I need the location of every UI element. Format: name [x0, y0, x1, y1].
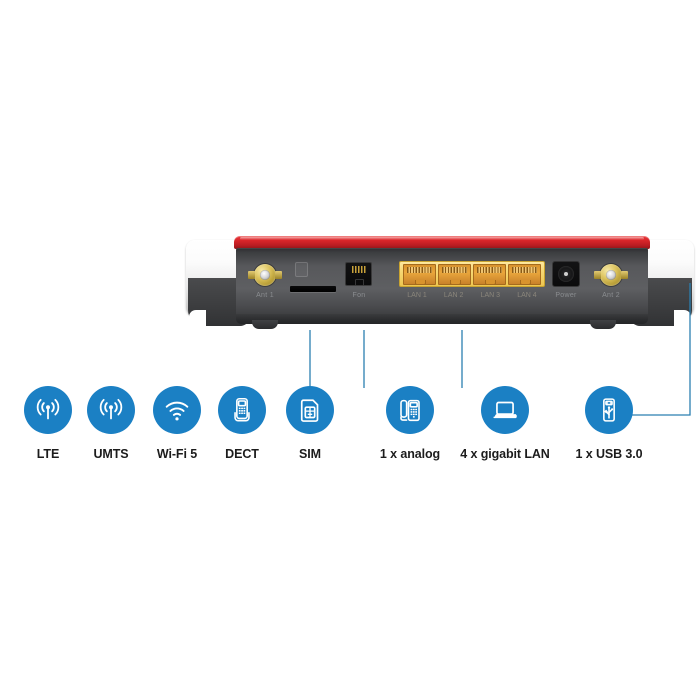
sma-connector-icon — [248, 264, 282, 286]
rj11-jack-icon — [345, 262, 372, 286]
port-label-lan3: LAN 3 — [480, 292, 501, 299]
desk-phone-icon — [386, 386, 434, 434]
feature-label-umts: UMTS — [93, 447, 129, 461]
lan-port-block — [399, 261, 545, 287]
dc-center-pin — [564, 272, 568, 276]
port-sim-slot — [290, 286, 336, 292]
rj45-tab — [520, 279, 531, 285]
rj45-port-lan1 — [403, 263, 436, 285]
usb-stick-icon — [585, 386, 633, 434]
router-foot-right — [590, 320, 616, 329]
wifi-icon — [153, 386, 201, 434]
router-red-top-strip — [234, 236, 650, 249]
rj11-tab — [355, 279, 364, 285]
feature-label-usb: 1 x USB 3.0 — [575, 447, 643, 461]
feature-label-lan: 4 x gigabit LAN — [460, 447, 550, 461]
port-label-fon: Fon — [352, 292, 366, 299]
dc-barrel-jack-icon — [552, 261, 580, 287]
rj45-port-lan4 — [508, 263, 541, 285]
feature-usb[interactable]: 1 x USB 3.0 — [563, 386, 655, 461]
port-ant1 — [248, 264, 282, 286]
feature-lte[interactable]: LTE — [2, 386, 94, 461]
feature-lan[interactable]: 4 x gigabit LAN — [459, 386, 551, 461]
sma-wing-right — [275, 271, 282, 279]
laptop-icon — [481, 386, 529, 434]
router-red-highlight — [240, 237, 644, 240]
rj45-tab — [485, 279, 496, 285]
sma-connector-icon — [594, 264, 628, 286]
feature-dect[interactable]: DECT — [196, 386, 288, 461]
rj45-tab — [450, 279, 461, 285]
port-label-lan1: LAN 1 — [407, 292, 427, 299]
cell-tower-icon — [87, 386, 135, 434]
cordless-phone-icon — [218, 386, 266, 434]
port-fon — [345, 262, 372, 286]
port-label-lan4: LAN 4 — [517, 292, 537, 299]
cell-tower-icon — [24, 386, 72, 434]
sim-eject-button-icon — [295, 262, 308, 277]
feature-label-dect: DECT — [225, 447, 259, 461]
router-cap-notch-right — [674, 310, 691, 327]
feature-analog[interactable]: 1 x analog — [364, 386, 456, 461]
feature-label-sim: SIM — [299, 447, 321, 461]
sim-eject-frame — [295, 262, 308, 277]
rj45-port-lan3 — [473, 263, 506, 285]
lan-port-labels: LAN 1 LAN 2 LAN 3 LAN 4 — [399, 292, 545, 299]
port-group-lan — [399, 261, 545, 287]
rj45-tab — [415, 279, 426, 285]
feature-label-analog: 1 x analog — [379, 447, 441, 461]
rj45-port-lan2 — [438, 263, 471, 285]
router-device: Ant 1 Fon — [186, 236, 694, 332]
port-label-lan2: LAN 2 — [443, 292, 464, 299]
feature-wifi5[interactable]: Wi-Fi 5 — [131, 386, 223, 461]
router-foot-left — [252, 320, 278, 329]
feature-label-wifi5: Wi-Fi 5 — [156, 447, 198, 461]
sma-wing-left — [248, 271, 255, 279]
port-label-power: Power — [555, 292, 577, 299]
rj11-pins — [352, 266, 367, 273]
rj45-pins — [407, 266, 432, 273]
port-label-ant1: Ant 1 — [256, 292, 274, 299]
rj45-pins — [477, 266, 502, 273]
sim-slot-icon — [290, 286, 336, 292]
sma-wing-left — [594, 271, 601, 279]
router-bottom-lip — [236, 314, 648, 324]
port-ant2 — [594, 264, 628, 286]
feature-sim[interactable]: SIM — [264, 386, 356, 461]
router-cap-notch-left — [189, 310, 206, 327]
feature-icon-row: LTE UMTS — [0, 386, 700, 476]
rj45-pins — [512, 266, 537, 273]
sma-wing-right — [621, 271, 628, 279]
sim-card-icon — [286, 386, 334, 434]
port-label-ant2: Ant 2 — [602, 292, 620, 299]
port-power — [552, 261, 580, 287]
feature-label-lte: LTE — [36, 447, 60, 461]
feature-umts[interactable]: UMTS — [65, 386, 157, 461]
rj45-pins — [442, 266, 467, 273]
